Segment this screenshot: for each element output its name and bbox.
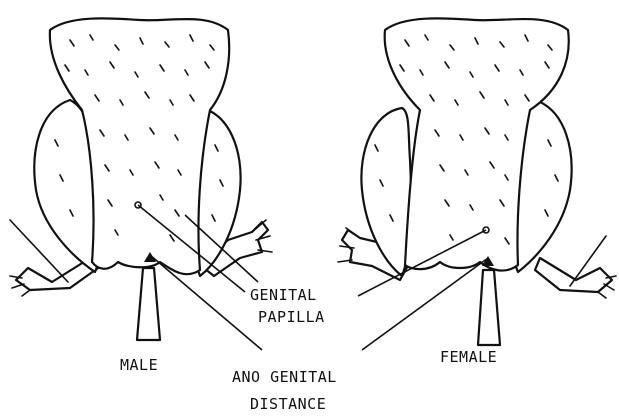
label-ano-genital-line1: ANO GENITAL <box>232 368 337 386</box>
label-female: FEMALE <box>440 348 497 366</box>
female-specimen <box>338 18 616 345</box>
female-right-leg <box>535 236 616 298</box>
label-male: MALE <box>120 356 158 374</box>
female-tail <box>478 270 500 345</box>
male-specimen <box>10 18 272 340</box>
label-genital-line2: PAPILLA <box>258 308 325 326</box>
label-ano-genital-line2: DISTANCE <box>250 395 326 413</box>
male-tail <box>137 268 160 340</box>
label-genital-line1: GENITAL <box>250 286 317 304</box>
